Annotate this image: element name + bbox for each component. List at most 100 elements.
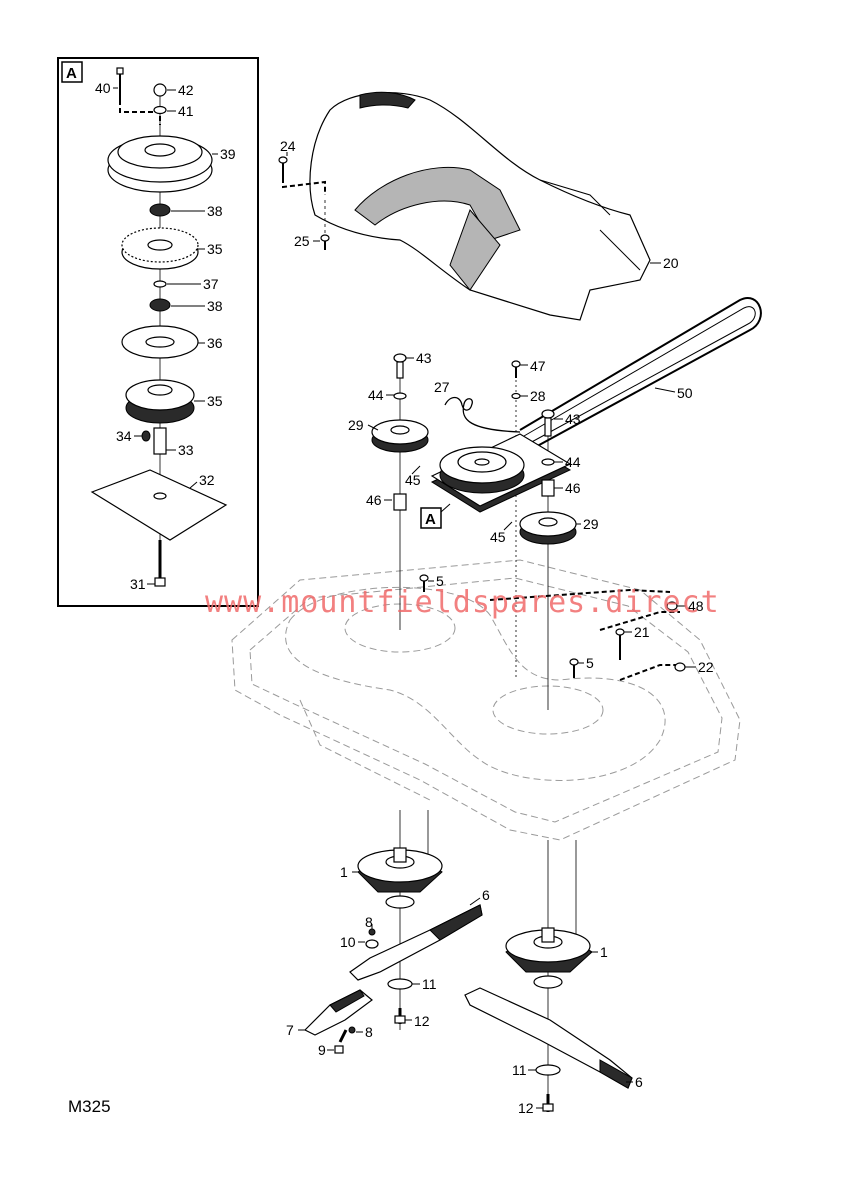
callout-38-upper: 38 bbox=[207, 203, 223, 219]
callout-46-left: 46 bbox=[366, 492, 382, 508]
callout-10: 10 bbox=[340, 934, 356, 950]
base-plate-32 bbox=[90, 469, 228, 541]
plate-36 bbox=[121, 325, 199, 359]
callout-8-lower: 8 bbox=[365, 1024, 373, 1040]
callout-27: 27 bbox=[434, 379, 450, 395]
callout-44-left: 44 bbox=[368, 387, 384, 403]
callout-29-left: 29 bbox=[348, 417, 364, 433]
spindle-1-right bbox=[505, 927, 593, 989]
spring-27 bbox=[444, 396, 521, 433]
callout-9: 9 bbox=[318, 1042, 326, 1058]
bolt-5-left bbox=[419, 574, 429, 592]
callout-37: 37 bbox=[203, 276, 219, 292]
callout-6-left: 6 bbox=[482, 887, 490, 903]
callout-50: 50 bbox=[677, 385, 693, 401]
spacer-33 bbox=[153, 427, 167, 455]
callout-5-right: 5 bbox=[586, 655, 594, 671]
callout-21: 21 bbox=[634, 624, 650, 640]
callout-34: 34 bbox=[116, 428, 132, 444]
callout-42: 42 bbox=[178, 82, 194, 98]
bolt-8-lower bbox=[348, 1026, 356, 1034]
bolt-40 bbox=[116, 67, 161, 125]
callout-31: 31 bbox=[130, 576, 146, 592]
callout-32: 32 bbox=[199, 472, 215, 488]
idler-pulley-29-right bbox=[519, 511, 577, 545]
callout-29-right: 29 bbox=[583, 516, 599, 532]
callout-35-lower: 35 bbox=[207, 393, 223, 409]
diagram-code: M325 bbox=[68, 1097, 111, 1116]
bolt-5-right bbox=[569, 658, 579, 678]
callout-39: 39 bbox=[220, 146, 236, 162]
callout-36: 36 bbox=[207, 335, 223, 351]
callout-41: 41 bbox=[178, 103, 194, 119]
spacer-46-right bbox=[541, 479, 555, 497]
washer-44-left bbox=[393, 392, 407, 400]
callout-47: 47 bbox=[530, 358, 546, 374]
callout-44-right: 44 bbox=[565, 454, 581, 470]
callout-11-left: 11 bbox=[422, 976, 437, 992]
callout-22: 22 bbox=[698, 659, 714, 675]
bearing-38-lower bbox=[149, 298, 171, 312]
nut-42 bbox=[153, 83, 167, 97]
callout-45-left: 45 bbox=[405, 472, 421, 488]
callout-12-left: 12 bbox=[414, 1013, 430, 1029]
clutch-pulley-a bbox=[439, 446, 525, 494]
bolt-47 bbox=[511, 360, 521, 378]
washer-28 bbox=[511, 392, 521, 400]
blade-7 bbox=[303, 989, 373, 1036]
callout-28: 28 bbox=[530, 388, 546, 404]
detail-box-a: A bbox=[57, 57, 259, 607]
callout-43-right: 43 bbox=[565, 411, 581, 427]
bolt-31 bbox=[154, 540, 166, 587]
drive-belt-50 bbox=[519, 297, 762, 451]
callout-24: 24 bbox=[280, 138, 296, 154]
callout-12-right: 12 bbox=[518, 1100, 534, 1116]
callout-35-upper: 35 bbox=[207, 241, 223, 257]
bolt-12-left bbox=[394, 1008, 406, 1024]
washer-11-right bbox=[535, 1064, 561, 1076]
clutch-35-upper bbox=[121, 227, 199, 270]
deck-cover-20 bbox=[309, 91, 651, 321]
bolt-24 bbox=[278, 156, 326, 195]
clip-37 bbox=[153, 280, 167, 288]
clutch-35-lower bbox=[125, 379, 195, 424]
callout-8-upper: 8 bbox=[365, 914, 373, 930]
bolt-43-right bbox=[541, 409, 555, 437]
nut-34 bbox=[141, 430, 151, 442]
callout-20: 20 bbox=[663, 255, 679, 271]
bolt-25 bbox=[320, 200, 330, 250]
callout-1-left: 1 bbox=[340, 864, 348, 880]
callout-1-right: 1 bbox=[600, 944, 608, 960]
blade-6-right bbox=[464, 987, 633, 1089]
callout-33: 33 bbox=[178, 442, 194, 458]
nut-22 bbox=[674, 662, 686, 672]
spacer-46-left bbox=[393, 493, 407, 511]
washer-41 bbox=[153, 105, 167, 115]
bolt-9 bbox=[334, 1029, 348, 1054]
watermark: www.mountfieldspares.direct bbox=[205, 585, 720, 620]
callout-38-lower: 38 bbox=[207, 298, 223, 314]
idler-pulley-29-left bbox=[371, 419, 429, 453]
bolt-21 bbox=[615, 628, 625, 660]
callout-25: 25 bbox=[294, 233, 310, 249]
ref-a-label: A bbox=[425, 511, 436, 528]
bolt-43-left bbox=[393, 353, 407, 379]
pulley-39 bbox=[107, 135, 213, 193]
bolt-12-right bbox=[542, 1094, 554, 1112]
washer-44-right bbox=[541, 458, 555, 466]
callout-46-right: 46 bbox=[565, 480, 581, 496]
callout-43-left: 43 bbox=[416, 350, 432, 366]
detail-a-label: A bbox=[66, 65, 77, 82]
nut-10 bbox=[365, 939, 379, 949]
bearing-38-upper bbox=[149, 203, 171, 217]
callout-48: 48 bbox=[688, 598, 704, 614]
callout-11-right: 11 bbox=[512, 1062, 527, 1078]
washer-11-left bbox=[387, 978, 413, 990]
callout-40: 40 bbox=[95, 80, 111, 96]
callout-5-left: 5 bbox=[436, 573, 444, 589]
callout-7: 7 bbox=[286, 1022, 294, 1038]
blade-6-left bbox=[349, 904, 483, 981]
spindle-1-left bbox=[357, 847, 443, 909]
callout-45-right: 45 bbox=[490, 529, 506, 545]
